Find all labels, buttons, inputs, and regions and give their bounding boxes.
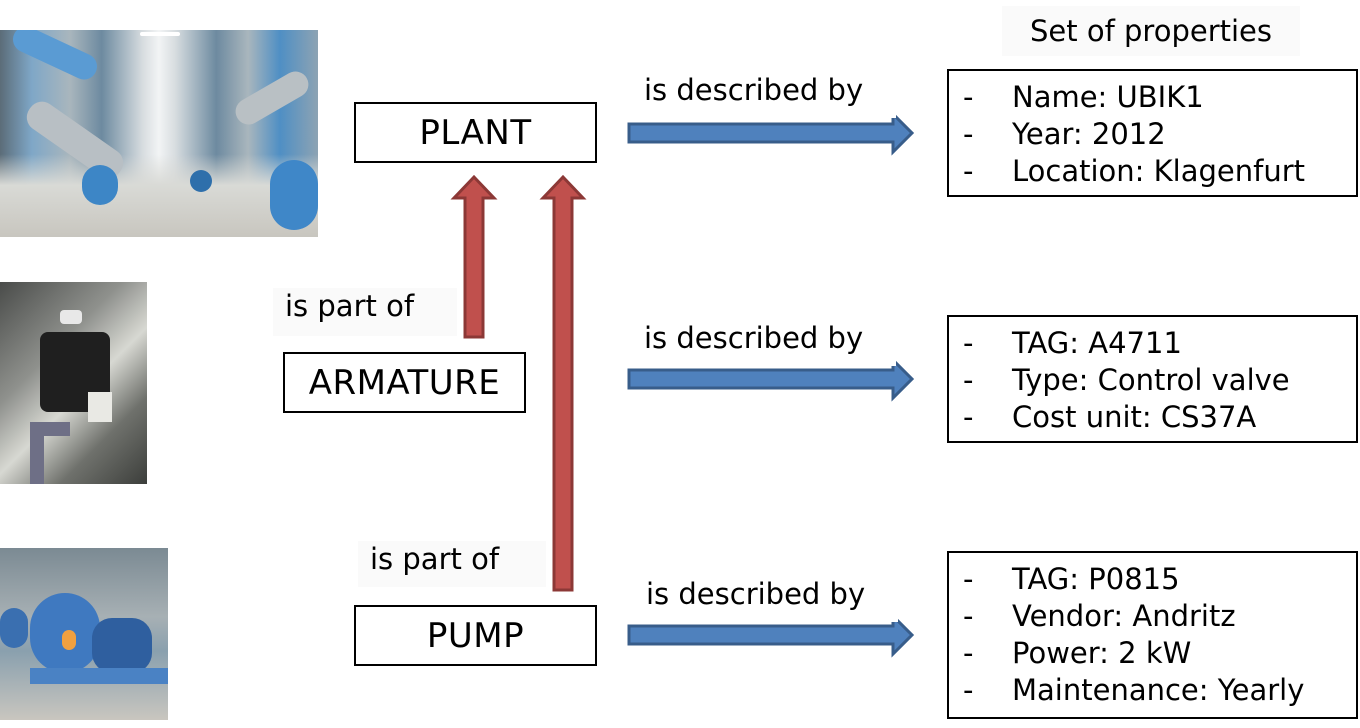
armature-photo xyxy=(0,282,147,484)
property-text: Maintenance: Yearly xyxy=(1012,673,1305,707)
bullet: - xyxy=(963,117,974,151)
property-text: Name: UBIK1 xyxy=(1012,80,1204,114)
property-item: - Vendor: Andritz xyxy=(963,598,1356,635)
plant-described-by-label: is described by xyxy=(632,72,896,118)
bullet: - xyxy=(963,400,974,434)
property-text: Vendor: Andritz xyxy=(1012,599,1236,633)
armature-part-of-arrow xyxy=(450,174,498,339)
property-text: Location: Klagenfurt xyxy=(1012,154,1306,188)
property-item: - Power: 2 kW xyxy=(963,635,1356,672)
property-item: - Maintenance: Yearly xyxy=(963,672,1356,709)
bullet: - xyxy=(963,326,974,360)
property-item: - Type: Control valve xyxy=(963,362,1356,399)
property-item: - Year: 2012 xyxy=(963,116,1356,153)
pump-part-of-arrow xyxy=(539,174,587,592)
pump-part-of-label: is part of xyxy=(358,541,546,587)
property-text: TAG: A4711 xyxy=(1012,326,1182,360)
plant-properties-box: - Name: UBIK1 - Year: 2012 - Location: Klag… xyxy=(947,69,1358,197)
property-text: Type: Control valve xyxy=(1012,363,1290,397)
armature-node: ARMATURE xyxy=(283,352,526,413)
armature-part-of-label: is part of xyxy=(273,288,457,336)
property-item: - TAG: P0815 xyxy=(963,561,1356,598)
bullet: - xyxy=(963,363,974,397)
property-item: - TAG: A4711 xyxy=(963,325,1356,362)
pump-properties-box: - TAG: P0815 - Vendor: Andritz - Power: 2 k… xyxy=(947,551,1358,719)
property-text: Power: 2 kW xyxy=(1012,636,1192,670)
plant-photo xyxy=(0,30,318,237)
pump-described-by-label: is described by xyxy=(634,576,898,622)
plant-described-by-arrow xyxy=(627,110,915,156)
bullet: - xyxy=(963,80,974,114)
property-item: - Name: UBIK1 xyxy=(963,79,1356,116)
property-text: Year: 2012 xyxy=(1012,117,1166,151)
property-text: Cost unit: CS37A xyxy=(1012,400,1257,434)
pump-photo xyxy=(0,548,168,720)
properties-header: Set of properties xyxy=(1002,6,1300,56)
bullet: - xyxy=(963,562,974,596)
property-item: - Location: Klagenfurt xyxy=(963,153,1356,190)
property-item: - Cost unit: CS37A xyxy=(963,399,1356,436)
bullet: - xyxy=(963,636,974,670)
pump-node: PUMP xyxy=(354,605,597,666)
bullet: - xyxy=(963,599,974,633)
property-text: TAG: P0815 xyxy=(1012,562,1180,596)
plant-node: PLANT xyxy=(354,102,597,163)
armature-properties-box: - TAG: A4711 - Type: Control valve - Cost u… xyxy=(947,315,1358,443)
bullet: - xyxy=(963,673,974,707)
bullet: - xyxy=(963,154,974,188)
armature-described-by-label: is described by xyxy=(632,320,896,366)
